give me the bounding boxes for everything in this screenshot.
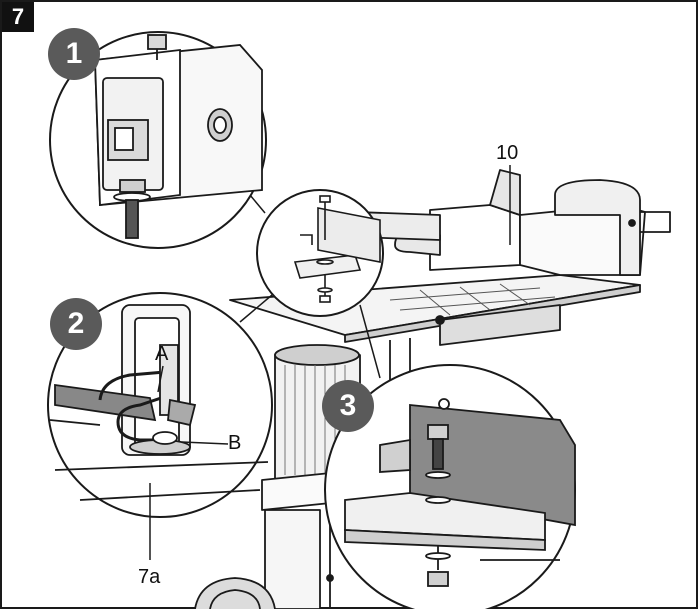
pin-rod (54, 383, 157, 422)
splitting-wedge (429, 204, 521, 271)
callout-part-10: 10 (496, 142, 519, 164)
callout-part-a: A (155, 343, 169, 365)
detail-circle-3 (324, 364, 576, 614)
detail-circle-2 (47, 292, 273, 560)
reference-circle (239, 189, 384, 379)
callout-part-7a: 7a (138, 566, 161, 588)
figure-number-badge: 7 (2, 2, 34, 32)
step-badge-2: 2 (50, 298, 102, 350)
callout-part-b: B (228, 432, 242, 454)
step-badge-3: 3 (322, 380, 374, 432)
detail-circle-1 (49, 31, 267, 249)
step-badge-1: 1 (48, 28, 100, 80)
wheel (194, 577, 276, 610)
